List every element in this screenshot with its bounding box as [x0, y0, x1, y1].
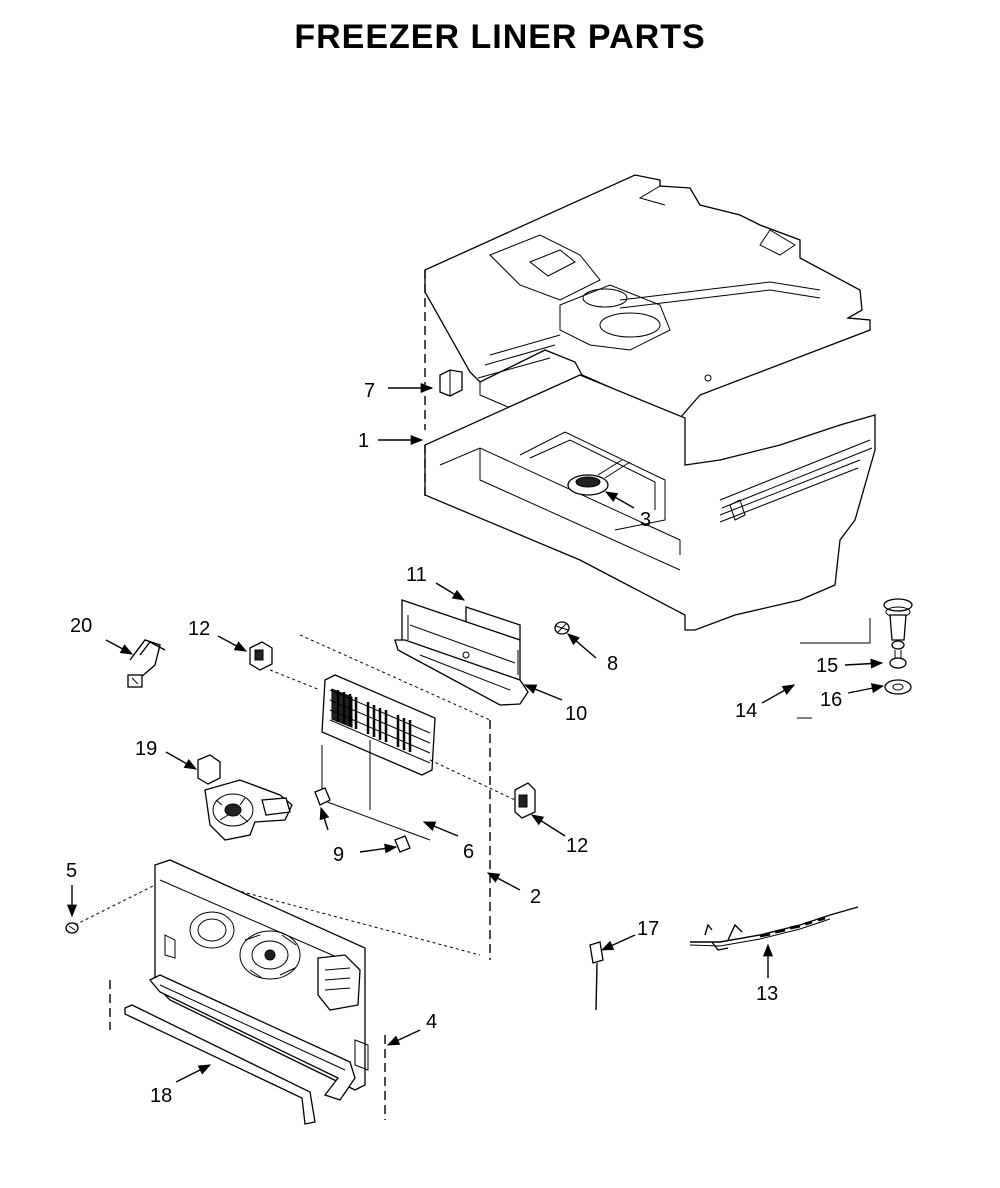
- callout-20: 20: [70, 615, 92, 637]
- callout-1: 1: [358, 430, 369, 452]
- callout-13: 13: [756, 983, 778, 1005]
- callout-5: 5: [66, 860, 77, 882]
- callout-12-right: 12: [566, 835, 588, 857]
- part-12-clip-left[interactable]: [249, 641, 273, 671]
- callout-18: 18: [150, 1085, 172, 1107]
- part-14-drain-assembly[interactable]: [797, 618, 871, 719]
- part-6-evaporator[interactable]: [321, 674, 436, 841]
- part-3-component[interactable]: [567, 459, 631, 496]
- freezer-liner-part-1[interactable]: [424, 174, 876, 631]
- part-16-washer[interactable]: [884, 679, 912, 695]
- part-17-probe[interactable]: [589, 941, 604, 1011]
- part-12-clip-right[interactable]: [514, 782, 536, 819]
- callout-17: 17: [637, 918, 659, 940]
- part-7-clip[interactable]: [439, 369, 463, 397]
- callout-4: 4: [426, 1011, 437, 1033]
- callout-16: 16: [820, 689, 842, 711]
- callout-7: 7: [364, 380, 375, 402]
- part-15-drain-tube[interactable]: [883, 598, 913, 669]
- diagram-title: FREEZER LINER PARTS: [294, 18, 706, 56]
- callout-10: 10: [565, 703, 587, 725]
- part-9-clip[interactable]: [314, 787, 411, 853]
- callout-2: 2: [530, 886, 541, 908]
- callout-6: 6: [463, 841, 474, 863]
- callout-12-left: 12: [188, 618, 210, 640]
- callout-19: 19: [135, 738, 157, 760]
- callout-3: 3: [640, 509, 651, 531]
- leader-arrows: [66, 382, 885, 1083]
- part-5-screw[interactable]: [65, 922, 79, 934]
- callout-9: 9: [333, 844, 344, 866]
- part-13-wire-harness[interactable]: [689, 906, 859, 951]
- callout-11: 11: [406, 564, 427, 586]
- part-10-cover[interactable]: [394, 599, 529, 706]
- part-8-fastener[interactable]: [554, 621, 570, 635]
- callout-15: 15: [816, 655, 838, 677]
- callout-8: 8: [607, 653, 618, 675]
- part-19-fan-motor[interactable]: [197, 754, 293, 841]
- callout-14: 14: [735, 700, 757, 722]
- part-18-gasket[interactable]: [124, 974, 356, 1125]
- part-20-wire-clip[interactable]: [127, 639, 166, 688]
